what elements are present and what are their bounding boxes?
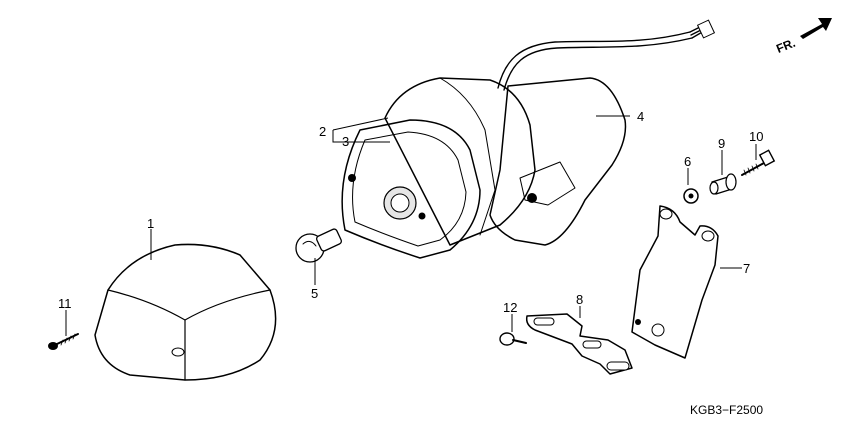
part-label-6: 6 bbox=[684, 154, 691, 169]
part-label-5: 5 bbox=[311, 286, 318, 301]
washer bbox=[683, 188, 699, 204]
lens-screw bbox=[48, 333, 79, 350]
leader-lines bbox=[65, 115, 757, 336]
taillight-gasket bbox=[489, 77, 627, 246]
part-label-9: 9 bbox=[718, 136, 725, 151]
part-label-10: 10 bbox=[749, 129, 763, 144]
part-label-11: 11 bbox=[58, 296, 72, 311]
collar bbox=[709, 173, 737, 195]
part-labels: 1 2 3 4 5 6 7 8 9 10 11 12 bbox=[58, 109, 763, 315]
front-direction-arrow: FR. bbox=[774, 18, 832, 56]
part-label-12: 12 bbox=[503, 300, 517, 315]
diagram-code: KGB3−F2500 bbox=[690, 403, 763, 417]
part-label-2: 2 bbox=[319, 124, 326, 139]
wire-harness bbox=[497, 19, 716, 91]
part-label-3: 3 bbox=[342, 134, 349, 149]
bracket-bolt bbox=[499, 332, 527, 346]
taillight-stay bbox=[631, 205, 719, 359]
taillight-housing bbox=[341, 77, 536, 259]
part-label-8: 8 bbox=[576, 292, 583, 307]
arrow-icon bbox=[800, 18, 832, 39]
front-direction-label: FR. bbox=[774, 36, 797, 56]
taillight-lens bbox=[94, 243, 277, 381]
part-label-4: 4 bbox=[637, 109, 644, 124]
license-plate-bracket bbox=[525, 313, 633, 375]
bulb bbox=[295, 228, 343, 263]
part-label-1: 1 bbox=[147, 216, 154, 231]
part-label-7: 7 bbox=[743, 261, 750, 276]
bolt bbox=[741, 149, 776, 176]
